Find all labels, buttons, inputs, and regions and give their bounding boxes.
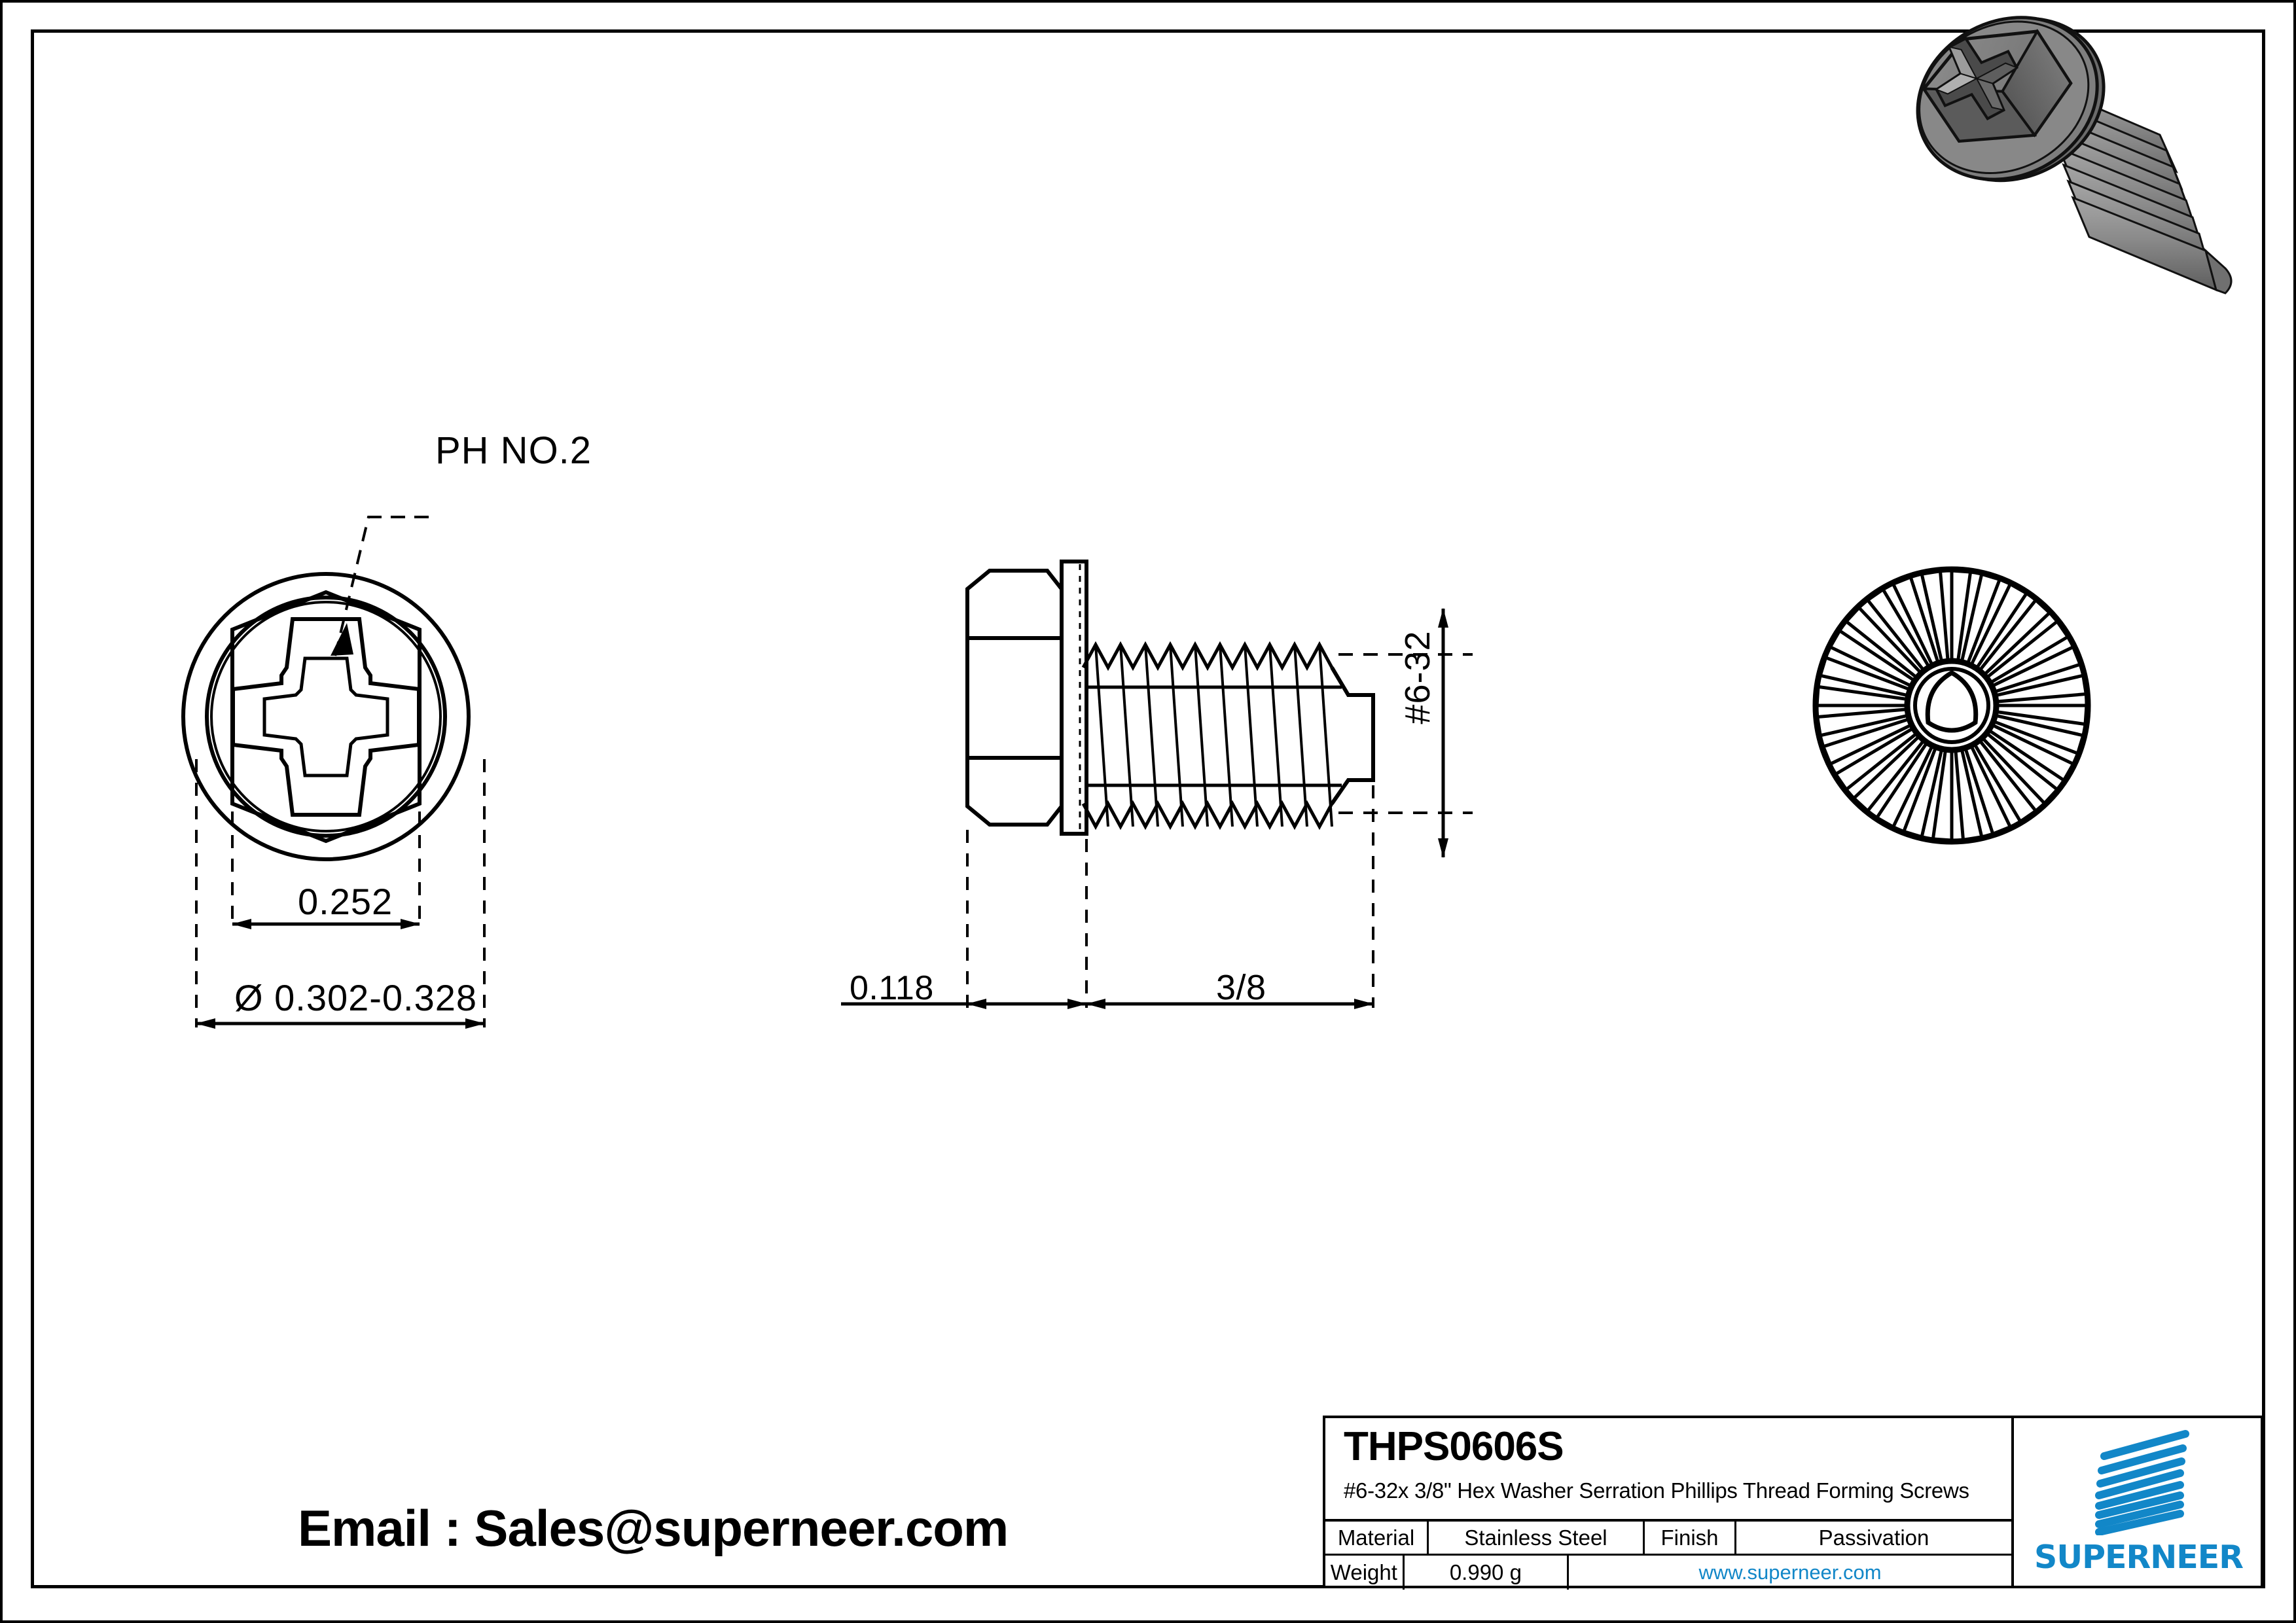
dimension-washer-diameter-label: Ø 0.302-0.328 [234, 977, 478, 1018]
superneer-mark-icon [2095, 1430, 2189, 1535]
drawing-frame-border [31, 29, 2265, 1588]
finish-label: Finish [1645, 1522, 1736, 1554]
finish-value: Passivation [1818, 1525, 1929, 1550]
website-link[interactable]: www.superneer.com [1698, 1561, 1882, 1584]
title-block-row-weight: Weight 0.990 g www.superneer.com [1325, 1556, 2011, 1590]
contact-email-text: Email : Sales@superneer.com [298, 1499, 1009, 1557]
weight-label: Weight [1325, 1556, 1405, 1590]
weight-value: 0.990 g [1405, 1556, 1570, 1590]
material-value: Stainless Steel [1429, 1522, 1645, 1554]
dimension-head-height-label: 0.118 [850, 969, 934, 1007]
drive-callout-label: PH NO.2 [435, 429, 592, 472]
title-block-header: THPS0606S #6-32x 3/8" Hex Washer Serrati… [1325, 1418, 2011, 1522]
brand-logo-panel: SUPERNEER [2014, 1416, 2263, 1588]
part-number: THPS0606S [1344, 1424, 1564, 1469]
part-description: #6-32x 3/8" Hex Washer Serration Phillip… [1344, 1478, 1969, 1503]
material-label: Material [1325, 1522, 1429, 1554]
dimension-thread-length-label: 3/8 [1216, 968, 1266, 1007]
brand-wordmark: SUPERNEER [2034, 1539, 2244, 1576]
dimension-thread-size-label: #6-32 [1398, 630, 1437, 724]
title-block-row-material: Material Stainless Steel Finish Passivat… [1325, 1522, 2011, 1556]
title-block: THPS0606S #6-32x 3/8" Hex Washer Serrati… [1323, 1416, 2014, 1590]
dimension-across-flats-label: 0.252 [298, 881, 393, 922]
